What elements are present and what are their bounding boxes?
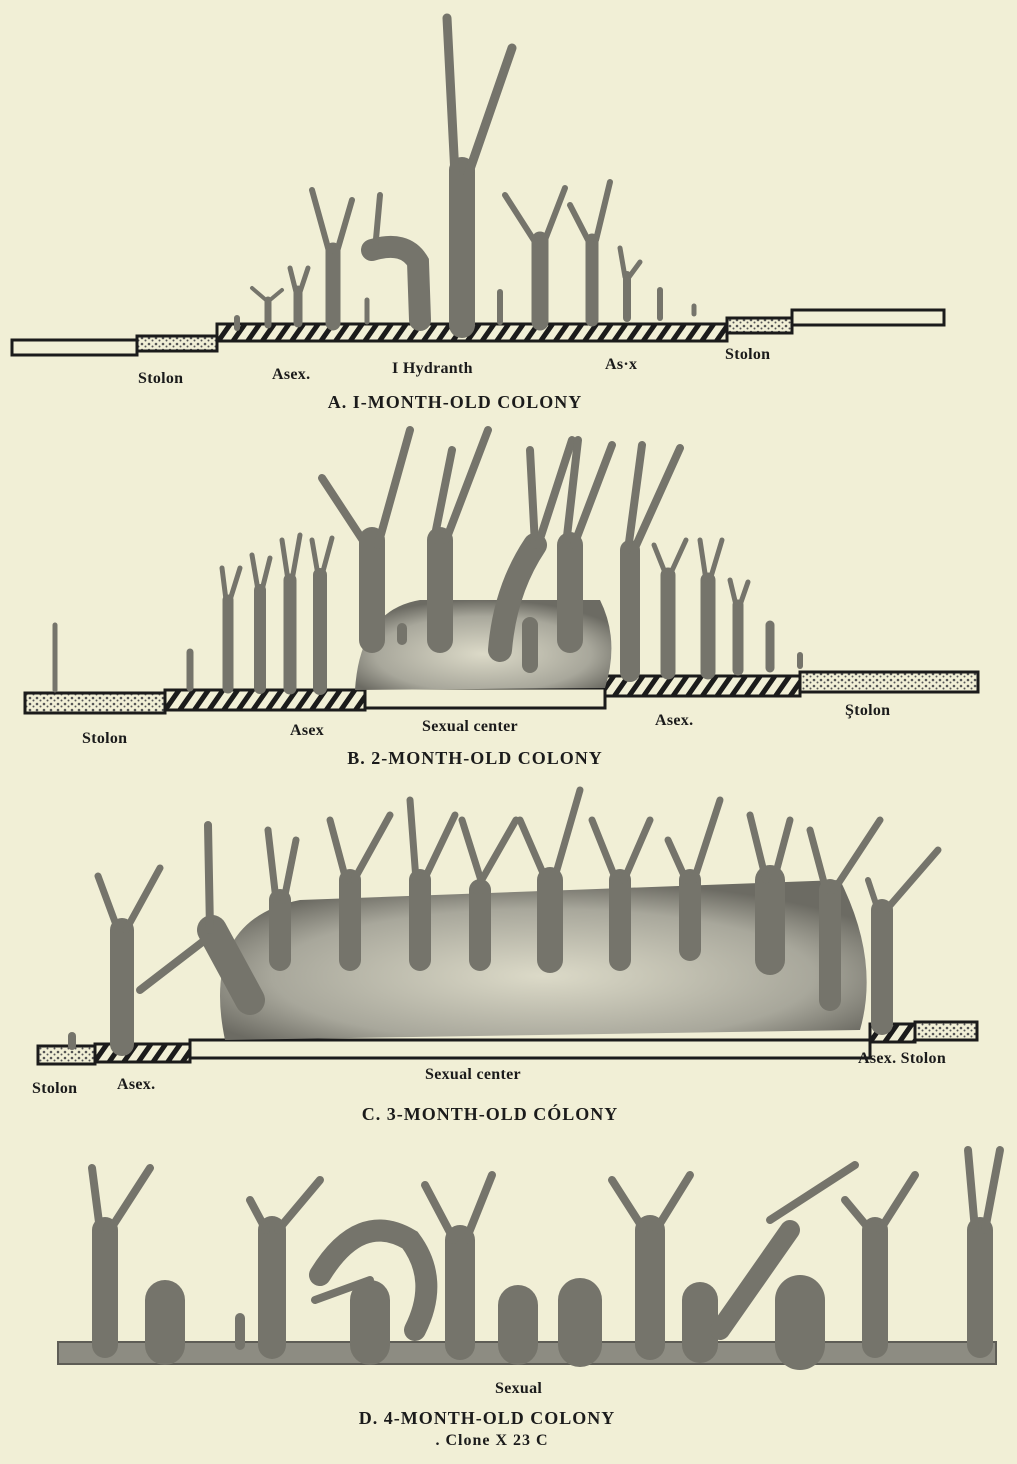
panel-b-colony [25,430,978,713]
panel-b-label-asex-left: Asex [290,722,324,740]
panel-d-colony [58,1150,1000,1364]
panel-a-label-asex-left: Asex. [272,366,310,384]
panel-a-stolon [12,310,944,355]
panel-b-label-stolon-left: Stolon [82,730,127,748]
panel-a-colony [12,18,944,355]
panel-d-polyps [92,1150,1000,1345]
panel-a-polyps [237,18,694,328]
panel-d-label-sexual: Sexual [495,1380,542,1398]
panel-c-label-stolon-left: Stolon [32,1080,77,1098]
panel-a-caption: A. I-MONTH-OLD COLONY [328,392,583,413]
panel-c-label-sexual-center: Sexual center [425,1066,521,1084]
panel-a-label-asex-right: As·x [605,356,637,374]
panel-a-label-stolon-left: Stolon [138,370,183,388]
panel-d-subcaption: . Clone X 23 C [435,1432,548,1450]
panel-a-label-stolon-right: Stolon [725,346,770,364]
panel-c-label-asex-stolon-right: Asex. Stolon [858,1050,946,1068]
panel-b-caption: B. 2-MONTH-OLD COLONY [347,748,603,769]
panel-b-label-sexual-center: Sexual center [422,718,518,736]
panel-b-label-asex-right: Asex. [655,712,693,730]
panel-c-caption: C. 3-MONTH-OLD CÓLONY [362,1104,619,1125]
panel-d-caption: D. 4-MONTH-OLD COLONY [359,1408,616,1429]
panel-a-label-hydranth: I Hydranth [392,360,473,378]
panel-b-label-stolon-right: Ştolon [845,702,890,720]
panel-c-label-asex-left: Asex. [117,1076,155,1094]
panel-c-colony [38,790,977,1064]
